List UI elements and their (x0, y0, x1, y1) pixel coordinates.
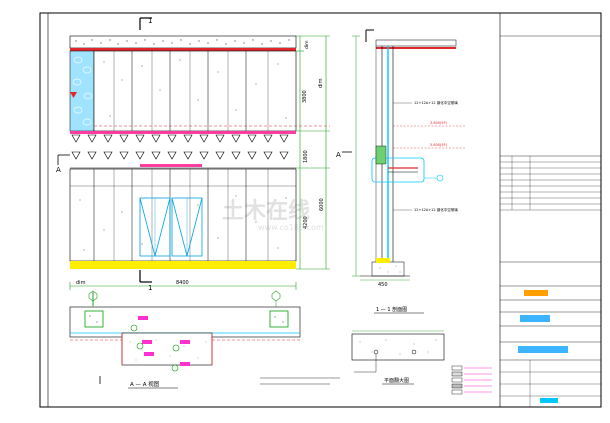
aa-tag-4 (144, 352, 154, 356)
upper-glass-dots (103, 59, 287, 119)
aa-tag-5 (180, 362, 190, 366)
upper-glass-area (93, 50, 297, 132)
watermark: 土木在线 www.co188.com (222, 198, 324, 232)
section-mark-top-label: 1 (148, 17, 152, 25)
dim-right-mid: 1800 (303, 150, 309, 163)
sign-band-magenta (140, 164, 202, 167)
triangle-pattern-upper (71, 134, 289, 143)
dim-right-upper-outer: dim (318, 78, 324, 88)
bottom-dim-left: dim (76, 280, 86, 286)
detail-dim-bottom: 450 (378, 282, 388, 288)
dim-right-top: dim (304, 41, 310, 50)
title-block-logo-orange (524, 290, 548, 296)
section-mark-bottom-label: 1 (148, 284, 152, 292)
right-dimension-chain (296, 35, 330, 270)
section-a-left-label: A (56, 166, 61, 174)
general-notes (260, 377, 340, 385)
section-1-1-detail: 12+12A+12 钢化中空玻璃 3.800(5F) 5.600(5F) 12+… (336, 29, 466, 288)
title-block-number-cyan (540, 398, 558, 403)
level-marker-icon (70, 92, 77, 98)
section-1-1-title: 1 — 1 剖面图 (376, 306, 407, 313)
dim-right-lower: 6000 (319, 198, 325, 211)
watermark-url: www.co188.com (258, 223, 324, 232)
detail-top-cap (375, 39, 457, 47)
axis-bubble-right (271, 290, 281, 302)
aa-tag-3 (180, 340, 190, 344)
detail-section-a: A (336, 151, 341, 159)
aa-tag-2 (142, 340, 152, 344)
detail-node-highlight (371, 157, 425, 183)
elevation-view: 1 (56, 17, 330, 302)
dim-right-lower2: 4200 (303, 216, 309, 229)
plan-blowup (351, 330, 445, 373)
aa-column-left (84, 310, 104, 328)
aa-entrance (121, 332, 213, 366)
aa-tag-1 (138, 316, 148, 320)
lower-glass-area (69, 168, 297, 262)
lower-glass-dots (79, 195, 287, 251)
detail-node-bubble (436, 174, 444, 182)
detail-base (371, 261, 405, 277)
triangle-band-upper (70, 131, 296, 134)
top-red-beam (70, 48, 296, 51)
left-stone-column (69, 50, 95, 132)
title-block (499, 13, 601, 407)
upper-mullions (113, 51, 269, 131)
entrance-doors (139, 197, 203, 257)
detail-callout-1: 12+12A+12 钢化中空玻璃 (414, 100, 458, 105)
plan-blowup-title: 平面翻大图 (384, 377, 409, 384)
top-stone-band (69, 35, 297, 49)
aa-column-right (269, 310, 289, 328)
detail-callout-2: 12+12A+12 钢化中空玻璃 (414, 207, 458, 212)
detail-level-1: 3.800(5F) (430, 121, 448, 125)
detail-level-2: 5.600(5F) (430, 143, 448, 147)
stone-texture (75, 39, 290, 45)
base-band-yellow (70, 261, 296, 269)
title-block-drawing-blue (518, 346, 568, 353)
bottom-dim-total: 8400 (176, 280, 189, 286)
watermark-text: 土木在线 (222, 198, 310, 224)
aa-plan-view (69, 292, 301, 384)
aa-plan-outline (69, 306, 301, 338)
material-legend (451, 365, 492, 395)
title-block-project-blue (520, 315, 550, 322)
dim-right-upper: 3800 (302, 90, 308, 103)
aa-view-title: A — A 视图 (130, 380, 160, 388)
triangle-pattern-lower (71, 151, 289, 160)
